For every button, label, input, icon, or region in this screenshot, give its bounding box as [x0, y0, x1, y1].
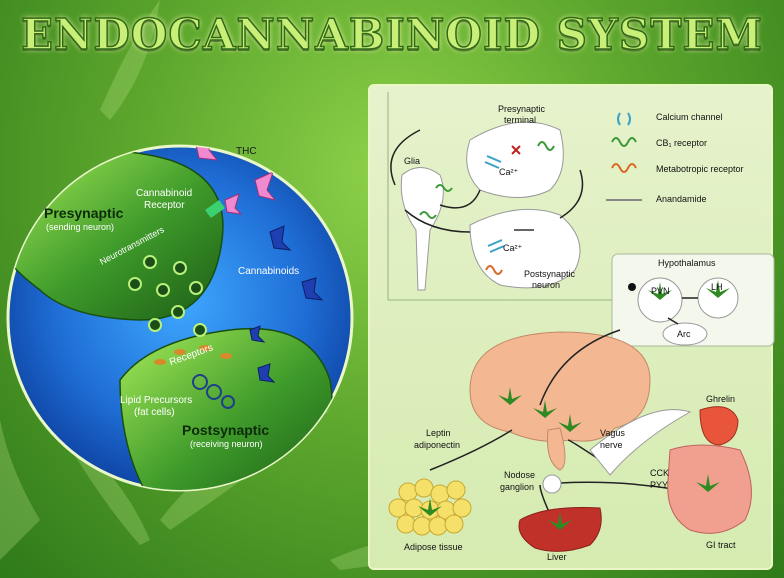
vagus-label-2: nerve: [600, 440, 623, 450]
legend-calcium-icon: [618, 113, 630, 125]
brain: [470, 332, 650, 441]
glia-label: Glia: [404, 156, 420, 166]
presynaptic-terminal-label-1: Presynaptic: [498, 104, 545, 114]
fat-cell: [415, 479, 433, 497]
fat-cell: [397, 515, 415, 533]
fat-cell: [431, 485, 449, 503]
pyy-label: PYY: [650, 480, 668, 490]
adipose-label: Adipose tissue: [404, 542, 463, 552]
fat-cell: [445, 515, 463, 533]
postsynaptic-neuron-label-2: neuron: [532, 280, 560, 290]
presynaptic-terminal-label-2: terminal: [504, 115, 536, 125]
nodose-ganglion: [543, 475, 561, 493]
legend-metabotropic-label: Metabotropic receptor: [656, 164, 744, 174]
vagus-label-1: Vagus: [600, 428, 625, 438]
liver-label: Liver: [547, 552, 567, 562]
fat-cell: [447, 481, 465, 499]
pvn-label: PVN: [651, 286, 670, 296]
stomach: [700, 407, 738, 445]
cck-label: CCK: [650, 468, 669, 478]
fat-cell: [413, 517, 431, 535]
fat-cell: [429, 517, 447, 535]
fat-cell: [399, 483, 417, 501]
fat-cell: [389, 499, 407, 517]
legend-metabotropic-icon: [612, 164, 636, 172]
arc-label: Arc: [677, 329, 691, 339]
nodose-label-2: ganglion: [500, 482, 534, 492]
ca-bottom-label: Ca²⁺: [503, 243, 522, 254]
hypothalamus-label: Hypothalamus: [658, 258, 716, 268]
fat-cell: [453, 499, 471, 517]
legend-anandamide-label: Anandamide: [656, 194, 707, 204]
leptin-label-1: Leptin: [426, 428, 451, 438]
fat-cell: [405, 499, 423, 517]
pvn-dot: [628, 283, 636, 291]
arrow-glia-pre: [440, 190, 480, 208]
ghrelin-label: Ghrelin: [706, 394, 735, 404]
arrow-post-to-pre: [560, 170, 583, 218]
lh-label: LH: [711, 282, 723, 292]
gi-tract-label: GI tract: [706, 540, 736, 550]
legend-cb1-icon: [612, 138, 636, 146]
nodose-label-1: Nodose: [504, 470, 535, 480]
legend-cb1-label: CB₁ receptor: [656, 138, 707, 148]
legend-calcium-label: Calcium channel: [656, 112, 723, 122]
leptin-label-2: adiponectin: [414, 440, 460, 450]
postsynaptic-neuron-label-1: Postsynaptic: [524, 269, 575, 279]
presynaptic-terminal: [467, 122, 564, 198]
ca-top-label: Ca²⁺: [499, 167, 518, 178]
